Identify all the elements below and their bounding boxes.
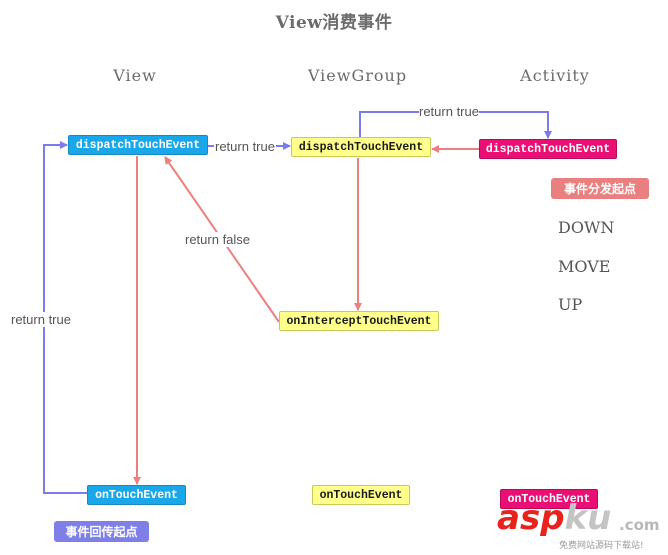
viewgroup-on-touch-event-node: onTouchEvent bbox=[312, 485, 410, 505]
watermark-subtitle: 免费网站源码下载站! bbox=[559, 541, 644, 551]
dispatch-start-badge: 事件分发起点 bbox=[551, 178, 649, 199]
aspku-watermark-logo: aspku .com 免费网站源码下载站! bbox=[497, 498, 667, 554]
activity-dispatch-touch-event-node: dispatchTouchEvent bbox=[479, 139, 617, 159]
edge-label-top-return-true: return true bbox=[419, 104, 479, 119]
return-start-badge: 事件回传起点 bbox=[54, 521, 149, 542]
action-down-label: DOWN bbox=[558, 218, 615, 237]
edge-label-left-return-true: return true bbox=[11, 312, 71, 327]
column-header-viewgroup: ViewGroup bbox=[307, 66, 408, 85]
viewgroup-on-intercept-touch-event-node: onInterceptTouchEvent bbox=[279, 311, 439, 331]
edge-label-return-false: return false bbox=[185, 232, 251, 247]
view-dispatch-touch-event-node: dispatchTouchEvent bbox=[68, 135, 208, 155]
edge-label-mid-return-true: return true bbox=[214, 139, 276, 154]
diagram-title: View消费事件 bbox=[275, 13, 393, 33]
action-up-label: UP bbox=[558, 295, 583, 314]
view-on-touch-event-node: onTouchEvent bbox=[87, 485, 186, 505]
activity-on-touch-event-node: onTouchEvent bbox=[500, 489, 598, 509]
column-header-activity: Activity bbox=[520, 66, 590, 85]
watermark-main-text: aspku bbox=[497, 498, 612, 538]
action-move-label: MOVE bbox=[558, 257, 611, 276]
watermark-suffix: .com bbox=[619, 516, 660, 534]
column-header-view: View bbox=[113, 66, 157, 85]
viewgroup-dispatch-touch-event-node: dispatchTouchEvent bbox=[291, 137, 431, 157]
